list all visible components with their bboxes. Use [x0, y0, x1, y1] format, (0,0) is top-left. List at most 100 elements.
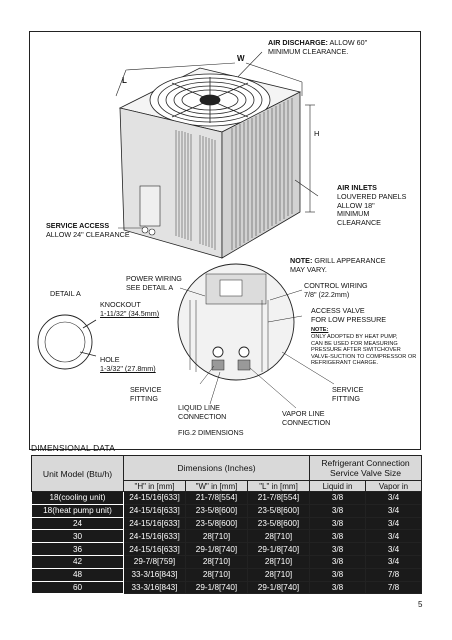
table-row: 18(heat pump unit)24-15/16[633]23-5/8[60…: [31, 503, 423, 518]
cell-w: 29-1/8[740]: [185, 542, 248, 556]
subheader-w: "W" in [mm]: [185, 480, 248, 492]
service-access-title: SERVICE ACCESS: [46, 221, 110, 230]
cell-vapor: 7/8: [365, 580, 423, 595]
dim-w-label: W: [237, 54, 245, 63]
cell-w: 23-5/8[600]: [185, 516, 248, 531]
cell-vapor: 3/4: [365, 491, 423, 505]
cell-l: 23-5/8[600]: [246, 516, 311, 531]
cell-w: 29-1/8[740]: [185, 580, 248, 595]
table-body: 18(cooling unit)24-15/16[633]21-7/8[554]…: [31, 491, 423, 595]
cell-h: 33-3/16[843]: [123, 580, 186, 595]
cell-vapor: 3/4: [365, 503, 423, 518]
cell-vapor: 7/8: [365, 567, 423, 582]
service-access-line2: ALLOW 24" CLEARANCE: [46, 230, 130, 239]
leader-lines: [179, 287, 335, 409]
knockout-size: 1-11/32" (34.5mm): [100, 309, 160, 318]
header-dimensions: Dimensions (Inches): [122, 455, 311, 481]
figure-frame: [29, 31, 421, 450]
cell-l: 28[710]: [246, 529, 311, 544]
cell-h: 24-15/16[633]: [123, 503, 186, 518]
cell-model: 60: [31, 580, 124, 595]
cell-h: 24-15/16[633]: [123, 491, 186, 505]
air-inlets-title: AIR INLETS: [337, 183, 377, 192]
cell-l: 29-1/8[740]: [246, 542, 311, 556]
dimension-lines: [115, 51, 315, 213]
knockout-label: KNOCKOUT: [100, 300, 141, 309]
dimensions-table: Unit Model (Btu/h) Dimensions (Inches) R…: [31, 455, 423, 595]
cell-h: 24-15/16[633]: [123, 542, 186, 556]
detail-a-label: DETAIL A: [50, 289, 81, 298]
dim-l-label: L: [122, 76, 127, 85]
cell-liquid: 3/8: [309, 529, 367, 544]
cell-liquid: 3/8: [309, 580, 367, 595]
cell-liquid: 3/8: [309, 491, 367, 505]
header-unit-model: Unit Model (Btu/h): [31, 455, 124, 492]
cell-model: 42: [31, 554, 124, 569]
air-discharge-line2: MINIMUM CLEARANCE.: [268, 47, 349, 56]
detail-a-knockout: [37, 314, 97, 370]
service-fitting-right: SERVICE FITTING: [332, 385, 364, 403]
cell-model: 18(cooling unit): [31, 491, 124, 505]
grill-note: NOTE: GRILL APPEARANCE MAY VARY.: [290, 256, 386, 274]
cell-model: 36: [31, 542, 124, 556]
cell-w: 21-7/8[554]: [185, 491, 248, 505]
cell-w: 28[710]: [185, 567, 248, 582]
cell-l: 28[710]: [246, 567, 311, 582]
cell-vapor: 3/4: [365, 516, 423, 531]
air-inlets-lines: LOUVERED PANELS ALLOW 18" MINIMUM CLEARA…: [337, 192, 407, 227]
cell-liquid: 3/8: [309, 503, 367, 518]
subheader-vapor: Vapor in: [365, 480, 423, 492]
subheader-h: "H" in [mm]: [123, 480, 186, 492]
page-number: 5: [418, 600, 423, 609]
access-valve-label: ACCESS VALVE FOR LOW PRESSURE: [311, 306, 387, 324]
cell-l: 23-5/8[600]: [246, 503, 311, 518]
note2-title: NOTE:: [311, 327, 329, 333]
dimensional-data-title: DIMENSIONAL DATA: [31, 443, 116, 453]
cell-vapor: 3/4: [365, 542, 423, 556]
hole-size: 1-3/32" (27.8mm): [100, 364, 156, 373]
hole-label: HOLE: [100, 355, 120, 364]
cell-model: 18(heat pump unit): [31, 503, 124, 518]
cell-vapor: 3/4: [365, 554, 423, 569]
air-discharge-label: AIR DISCHARGE: ALLOW 60": [268, 38, 368, 47]
cell-w: 28[710]: [185, 554, 248, 569]
cell-liquid: 3/8: [309, 567, 367, 582]
service-panel: [118, 179, 319, 236]
figure-caption: FIG.2 DIMENSIONS: [178, 428, 244, 437]
liquid-line-label: LIQUID LINE CONNECTION: [178, 403, 227, 421]
cell-liquid: 3/8: [309, 542, 367, 556]
table-row: 18(cooling unit)24-15/16[633]21-7/8[554]…: [31, 491, 423, 505]
cell-liquid: 3/8: [309, 516, 367, 531]
cell-h: 24-15/16[633]: [123, 529, 186, 544]
note2-body: ONLY ADOPTED BY HEAT PUMP, CAN BE USED F…: [311, 334, 417, 367]
service-fitting-left: SERVICE FITTING: [130, 385, 162, 403]
cell-model: 24: [31, 516, 124, 531]
subheader-liquid: Liquid in: [309, 480, 367, 492]
cell-h: 24-15/16[633]: [123, 516, 186, 531]
valve-detail-circle: [177, 263, 295, 381]
cell-h: 29-7/8[759]: [123, 554, 186, 569]
power-wiring-label: POWER WIRING SEE DETAIL A: [126, 274, 182, 292]
cell-l: 28[710]: [246, 554, 311, 569]
cell-l: 21-7/8[554]: [246, 491, 311, 505]
cell-model: 48: [31, 567, 124, 582]
dim-h-label: H: [314, 129, 320, 138]
cell-vapor: 3/4: [365, 529, 423, 544]
cell-model: 30: [31, 529, 124, 544]
subheader-l: "L" in [mm]: [246, 480, 311, 492]
cell-w: 28[710]: [185, 529, 248, 544]
cell-w: 23-5/8[600]: [185, 503, 248, 518]
louvered-panels: [175, 98, 293, 250]
cell-h: 33-3/16[843]: [123, 567, 186, 582]
cell-l: 29-1/8[740]: [246, 580, 311, 595]
control-wiring-label: CONTROL WIRING 7/8" (22.2mm): [304, 281, 368, 299]
cell-liquid: 3/8: [309, 554, 367, 569]
header-refrigerant: Refrigerant Connection Service Valve Siz…: [309, 455, 423, 481]
